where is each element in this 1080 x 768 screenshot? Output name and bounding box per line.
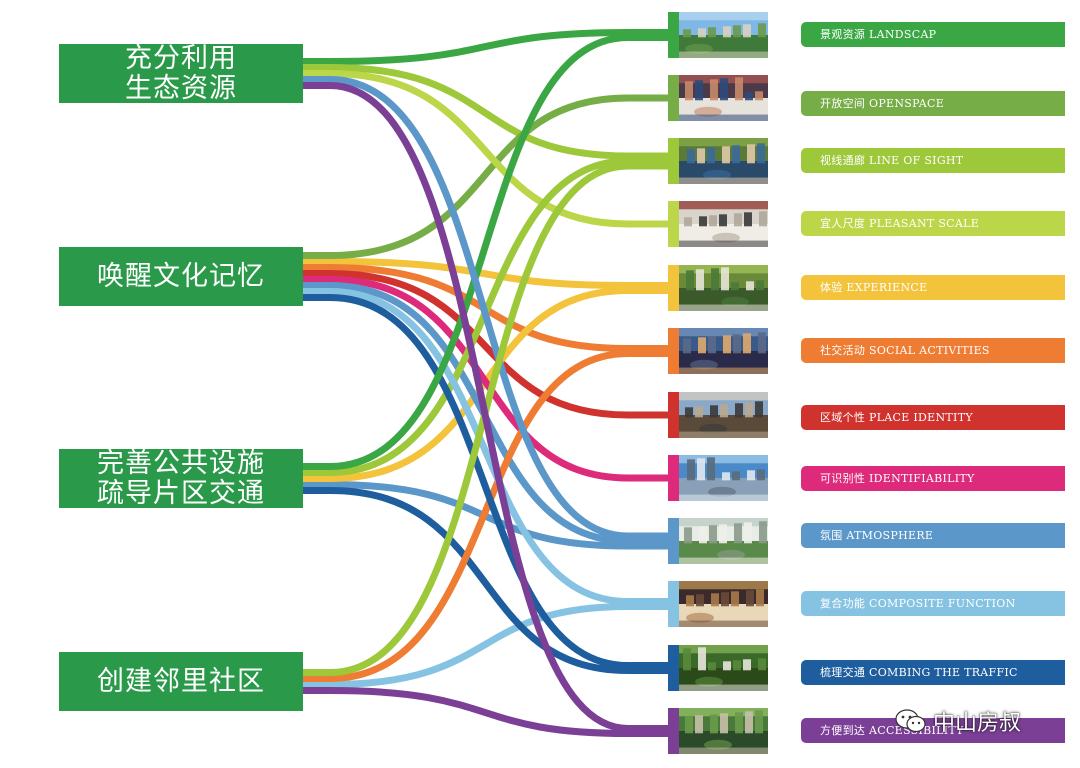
item-label: 视线通廊 LINE OF SIGHT [801, 148, 1065, 173]
wechat-icon [895, 709, 926, 733]
thumbnail-color-strip [668, 201, 679, 247]
thumbnail [668, 455, 768, 501]
goal-text: 创建邻里社区 [97, 665, 265, 697]
flow-line [303, 288, 668, 605]
thumbnail-photo [679, 75, 768, 121]
goal-text: 生态资源 [125, 72, 237, 104]
thumbnail-photo [679, 581, 768, 627]
thumbnail [668, 75, 768, 121]
thumbnail-color-strip [668, 518, 679, 564]
thumbnail-photo [679, 645, 768, 691]
item-label: 开放空间 OPENSPACE [801, 91, 1065, 116]
thumbnail-color-strip [668, 708, 679, 754]
thumbnail-photo [679, 138, 768, 184]
thumbnail-color-strip [668, 75, 679, 121]
flow-line [303, 276, 668, 482]
goal-text: 完善公共设施 [97, 447, 265, 479]
goal-box: 唤醒文化记忆 [59, 247, 303, 306]
item-label: 梳理交通 COMBING THE TRAFFIC [801, 660, 1065, 685]
item-label: 可识别性 IDENTIFIABILITY [801, 466, 1065, 491]
thumbnail-color-strip [668, 455, 679, 501]
thumbnail-color-strip [668, 265, 679, 311]
thumbnail [668, 581, 768, 627]
flow-line [303, 270, 668, 419]
flow-lines [303, 29, 668, 737]
thumbnail-color-strip [668, 581, 679, 627]
item-label: 景观资源 LANDSCAP [801, 22, 1065, 47]
watermark-text: 中山房叔 [933, 711, 1022, 736]
flow-line [303, 258, 668, 289]
item-label: 区域个性 PLACE IDENTITY [801, 405, 1065, 430]
item-label: 复合功能 COMPOSITE FUNCTION [801, 591, 1065, 616]
thumbnail [668, 518, 768, 564]
item-label: 社交活动 SOCIAL ACTIVITIES [801, 338, 1065, 363]
thumbnail [668, 708, 768, 754]
thumbnail-color-strip [668, 392, 679, 438]
thumbnail [668, 645, 768, 691]
thumbnail [668, 265, 768, 311]
flow-line [303, 64, 668, 160]
flow-line [303, 70, 668, 228]
item-label: 体验 EXPERIENCE [801, 275, 1065, 300]
flow-line [303, 82, 668, 732]
thumbnail [668, 201, 768, 247]
item-label: 宜人尺度 PLEASANT SCALE [801, 211, 1065, 236]
thumbnail-photo [679, 455, 768, 501]
thumbnail [668, 328, 768, 374]
thumbnail-photo [679, 12, 768, 58]
flow-line [303, 34, 668, 470]
goal-text: 唤醒文化记忆 [97, 260, 265, 292]
flow-line [303, 294, 668, 669]
watermark: 中山房叔 [895, 705, 1021, 737]
flow-line [303, 603, 668, 688]
thumbnail-photo [679, 392, 768, 438]
goal-box: 完善公共设施疏导片区交通 [59, 447, 303, 509]
thumbnail-photo [679, 708, 768, 754]
thumbnail [668, 392, 768, 438]
item-label: 氛围 ATMOSPHERE [801, 523, 1065, 548]
goal-text: 疏导片区交通 [97, 477, 265, 509]
flow-line [303, 350, 668, 682]
thumbnail-photo [679, 201, 768, 247]
thumbnail [668, 12, 768, 58]
thumbnail-color-strip [668, 138, 679, 184]
goal-box: 充分利用生态资源 [59, 42, 303, 104]
goal-text: 充分利用 [125, 42, 237, 74]
flow-line [303, 29, 668, 65]
thumbnail-photo [679, 265, 768, 311]
thumbnail [668, 138, 768, 184]
flow-line [303, 94, 668, 259]
flow-line [303, 487, 668, 674]
thumbnail-photos [679, 12, 768, 754]
goal-box: 创建邻里社区 [59, 652, 303, 711]
thumbnail-color-strip [668, 645, 679, 691]
item-label: 方便到达 ACCESSIBILITY [801, 718, 1065, 743]
flow-line [303, 76, 668, 540]
thumbnail-photo [679, 328, 768, 374]
thumbnail-color-strip [668, 328, 679, 374]
thumbnail-photo [679, 518, 768, 564]
flow-line [303, 687, 668, 737]
thumbnail-color-strip [668, 12, 679, 58]
